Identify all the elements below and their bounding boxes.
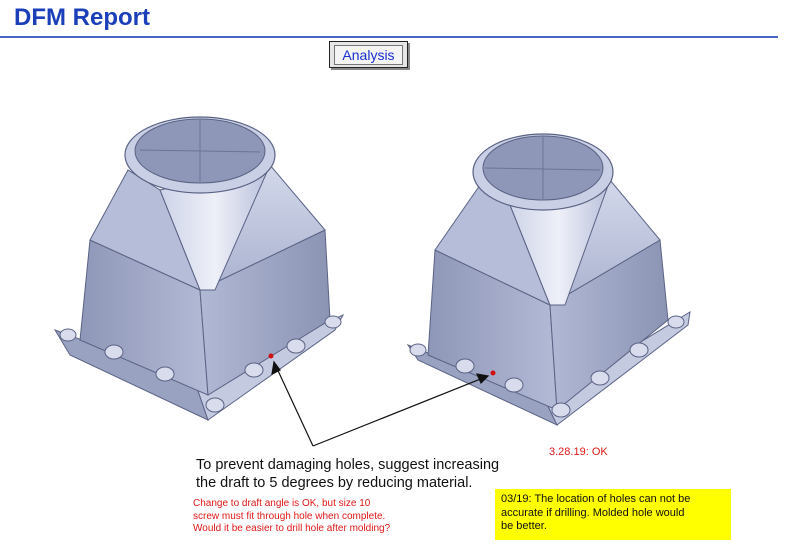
comment-line: Change to draft angle is OK, but size 10	[193, 498, 371, 509]
highlighted-response-note: 03/19: The location of holes can not be …	[495, 489, 731, 540]
analysis-tab[interactable]: Analysis	[329, 41, 408, 68]
comment-line: Would it be easier to drill hole after m…	[193, 523, 391, 534]
analysis-tab-label: Analysis	[334, 44, 403, 65]
right-part-model	[406, 133, 691, 427]
callout-arrows	[271, 360, 490, 447]
report-header: DFM Report	[0, 0, 800, 38]
response-line: accurate if drilling. Molded hole would	[501, 506, 685, 519]
main-suggestion-note: To prevent damaging holes, suggest incre…	[196, 456, 556, 492]
comment-line: screw must fit through hole when complet…	[193, 510, 386, 522]
left-part-model	[53, 116, 345, 421]
ok-note: 3.28.19: OK	[549, 446, 608, 458]
main-note-line: To prevent damaging holes, suggest incre…	[196, 457, 500, 473]
main-note-line: the draft to 5 degrees by reducing mater…	[196, 475, 473, 491]
title-divider	[0, 36, 778, 38]
cad-part-figure	[53, 116, 691, 447]
response-line: 03/19: The location of holes can not be	[501, 493, 691, 505]
response-line: be better.	[501, 520, 547, 532]
page-title: DFM Report	[14, 4, 150, 31]
customer-comment-note: Change to draft angle is OK, but size 10…	[193, 498, 463, 536]
